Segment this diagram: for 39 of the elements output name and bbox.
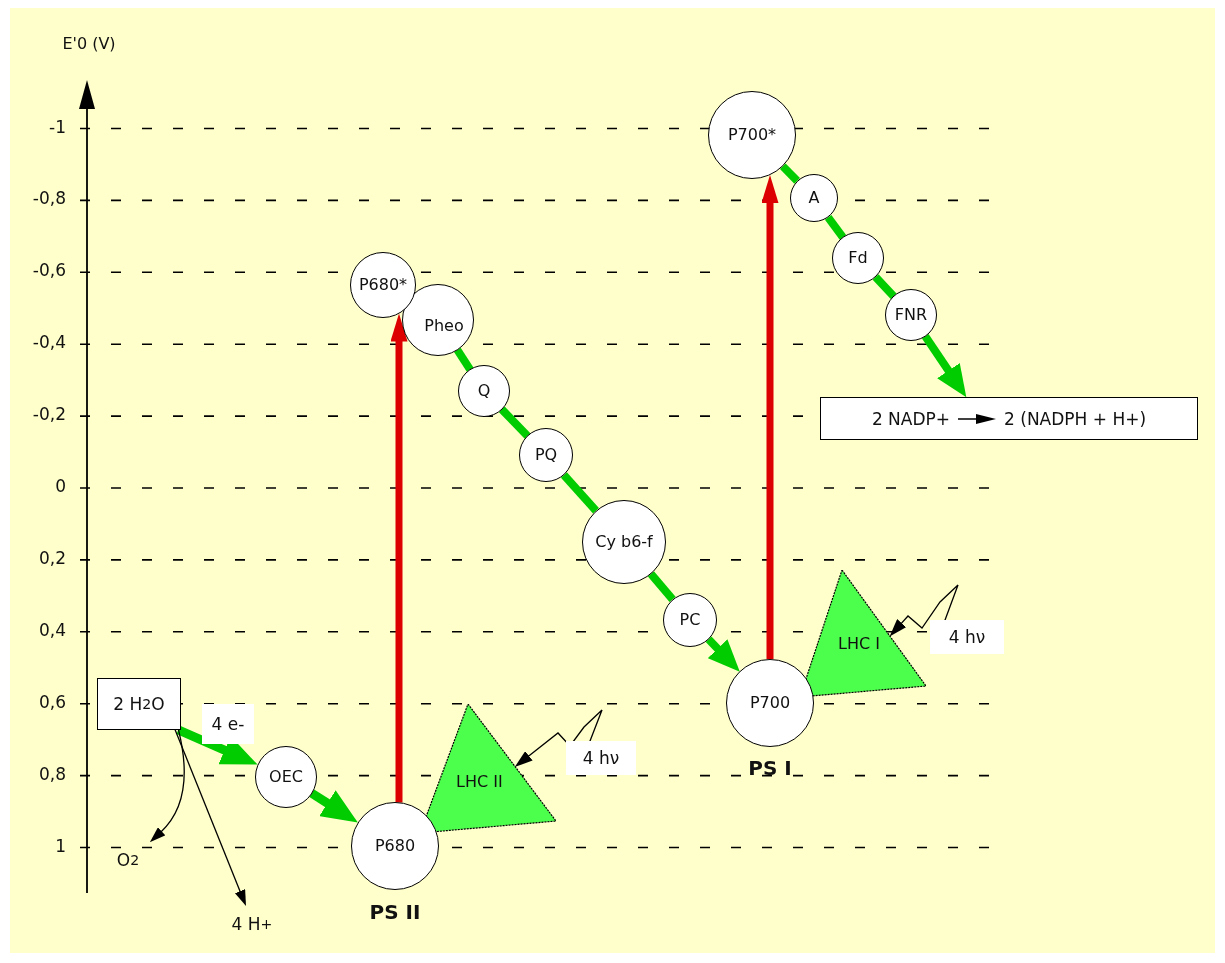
compound-box [820, 397, 1198, 440]
compound-label: 2 NADP+ [871, 408, 951, 429]
photosystem-label: PS I [747, 755, 793, 782]
connector-line [560, 472, 599, 514]
connector-line [498, 406, 531, 439]
arrow [309, 789, 358, 823]
axis-tick-label: -0,4 [31, 332, 66, 355]
axis-tick-label: 1 [54, 835, 66, 858]
arrow [176, 725, 258, 765]
axis-tick-label: -1 [48, 116, 66, 139]
light-arrow [514, 709, 603, 767]
axis-tick-label: -0,8 [31, 188, 66, 211]
arrow [150, 729, 185, 843]
arrow [705, 636, 740, 672]
arrow [390, 313, 408, 803]
axis-title: E'0 (V) [61, 32, 117, 55]
axis-tick-label: 0,2 [37, 547, 66, 570]
complex-label: LHC II [456, 772, 503, 791]
light-label: 4 hν [930, 620, 1004, 654]
arrow [761, 175, 779, 659]
connector-line [454, 347, 474, 372]
arrow [174, 729, 246, 906]
light-arrow [889, 584, 959, 637]
connector-line [779, 163, 800, 184]
light-label: 4 hν [566, 741, 636, 775]
axis-tick-label: 0,4 [37, 619, 66, 642]
photosystem-label: PS II [368, 899, 422, 926]
connector-line [824, 214, 847, 240]
arrow [921, 333, 967, 398]
edge-label: 4 e- [202, 704, 254, 744]
axis-tick-label: -0,6 [31, 260, 66, 283]
complex-label: LHC I [838, 634, 880, 653]
connector-line [872, 274, 897, 300]
axis-tick-label: 0,8 [37, 763, 66, 786]
axis-tick-label: 0,6 [37, 691, 66, 714]
axis-tick-label: 0 [54, 476, 66, 498]
axis-tick-label: -0,2 [31, 404, 66, 427]
compound-label: 2 (NADPH + H+) [1004, 408, 1147, 429]
connector-line [647, 571, 676, 602]
